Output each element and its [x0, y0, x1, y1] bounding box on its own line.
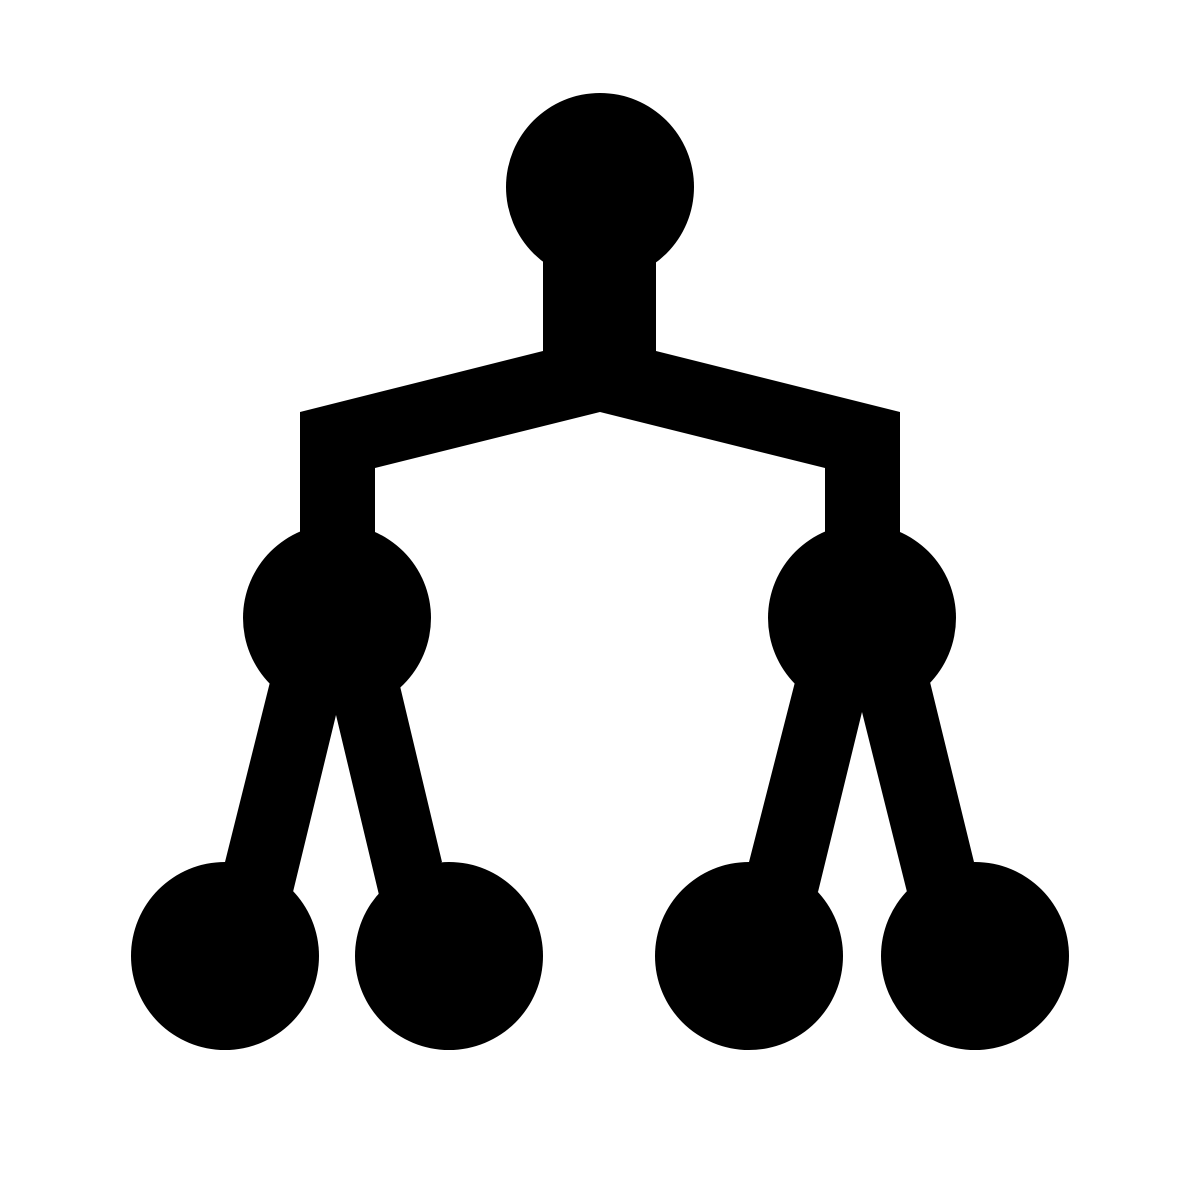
leaf-node-3 [655, 862, 843, 1050]
left-mid-branch-connector [225, 682, 442, 895]
root-node [506, 93, 694, 281]
leaf-node-1 [131, 862, 319, 1050]
right-mid-branch-connector [749, 682, 974, 892]
right-mid-node [768, 524, 956, 712]
leaf-node-4 [881, 862, 1069, 1050]
top-split-connector [300, 351, 900, 560]
leaf-node-2 [355, 862, 543, 1050]
left-mid-node [243, 524, 431, 712]
